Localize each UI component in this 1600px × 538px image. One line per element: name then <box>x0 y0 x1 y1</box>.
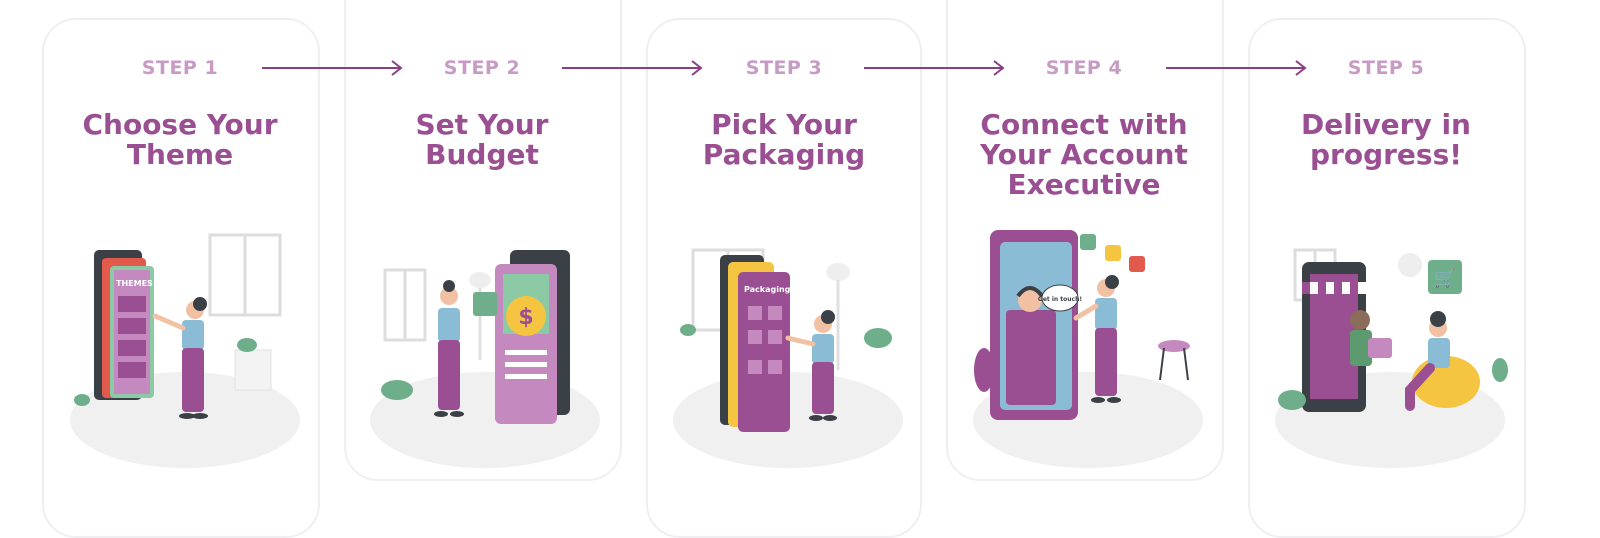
packaging-screen-text: Packaging <box>744 285 791 294</box>
step-title-line: Pick Your <box>711 108 857 141</box>
step-title-line: progress! <box>1309 138 1463 171</box>
step-label-5: STEP 5 <box>1347 57 1425 79</box>
step-title-2: Set Your Budget <box>332 110 632 170</box>
arrow-right-icon <box>1166 60 1307 76</box>
account-executive-illustration: Get in touch! <box>973 230 1203 468</box>
step-label-2: STEP 2 <box>443 57 521 79</box>
step-title-5: Delivery in progress! <box>1236 110 1536 170</box>
delivery-illustration: 🛒 <box>1275 248 1508 468</box>
step-label-3: STEP 3 <box>745 57 823 79</box>
themes-screen-text: THEMES <box>116 279 153 288</box>
cart-icon: 🛒 <box>1434 267 1456 289</box>
arrow-right-icon <box>864 60 1005 76</box>
arrow-right-icon <box>562 60 703 76</box>
step-title-4: Connect with Your Account Executive <box>934 110 1234 200</box>
step-title-3: Pick Your Packaging <box>634 110 934 170</box>
step-title-line: Connect with <box>980 108 1188 141</box>
step-label-4: STEP 4 <box>1045 57 1123 79</box>
step-title-line: Executive <box>1007 168 1161 201</box>
step-title-line: Packaging <box>702 138 866 171</box>
arrow-right-icon <box>262 60 403 76</box>
dollar-screen-text: $ <box>518 305 533 330</box>
step-title-line: Set Your <box>415 108 549 141</box>
step-title-line: Your Account <box>980 138 1188 171</box>
step-title-line: Choose Your <box>82 108 278 141</box>
step-title-1: Choose Your Theme <box>30 110 330 170</box>
packaging-illustration: Packaging <box>673 248 903 468</box>
step-label-1: STEP 1 <box>141 57 219 79</box>
step-title-line: Budget <box>425 138 539 171</box>
step-title-line: Theme <box>126 138 234 171</box>
budget-illustration: $ <box>370 250 600 468</box>
get-in-touch-text: Get in touch! <box>1038 296 1082 303</box>
step-title-line: Delivery in <box>1300 108 1471 141</box>
theme-selection-illustration: THEMES <box>70 233 300 468</box>
